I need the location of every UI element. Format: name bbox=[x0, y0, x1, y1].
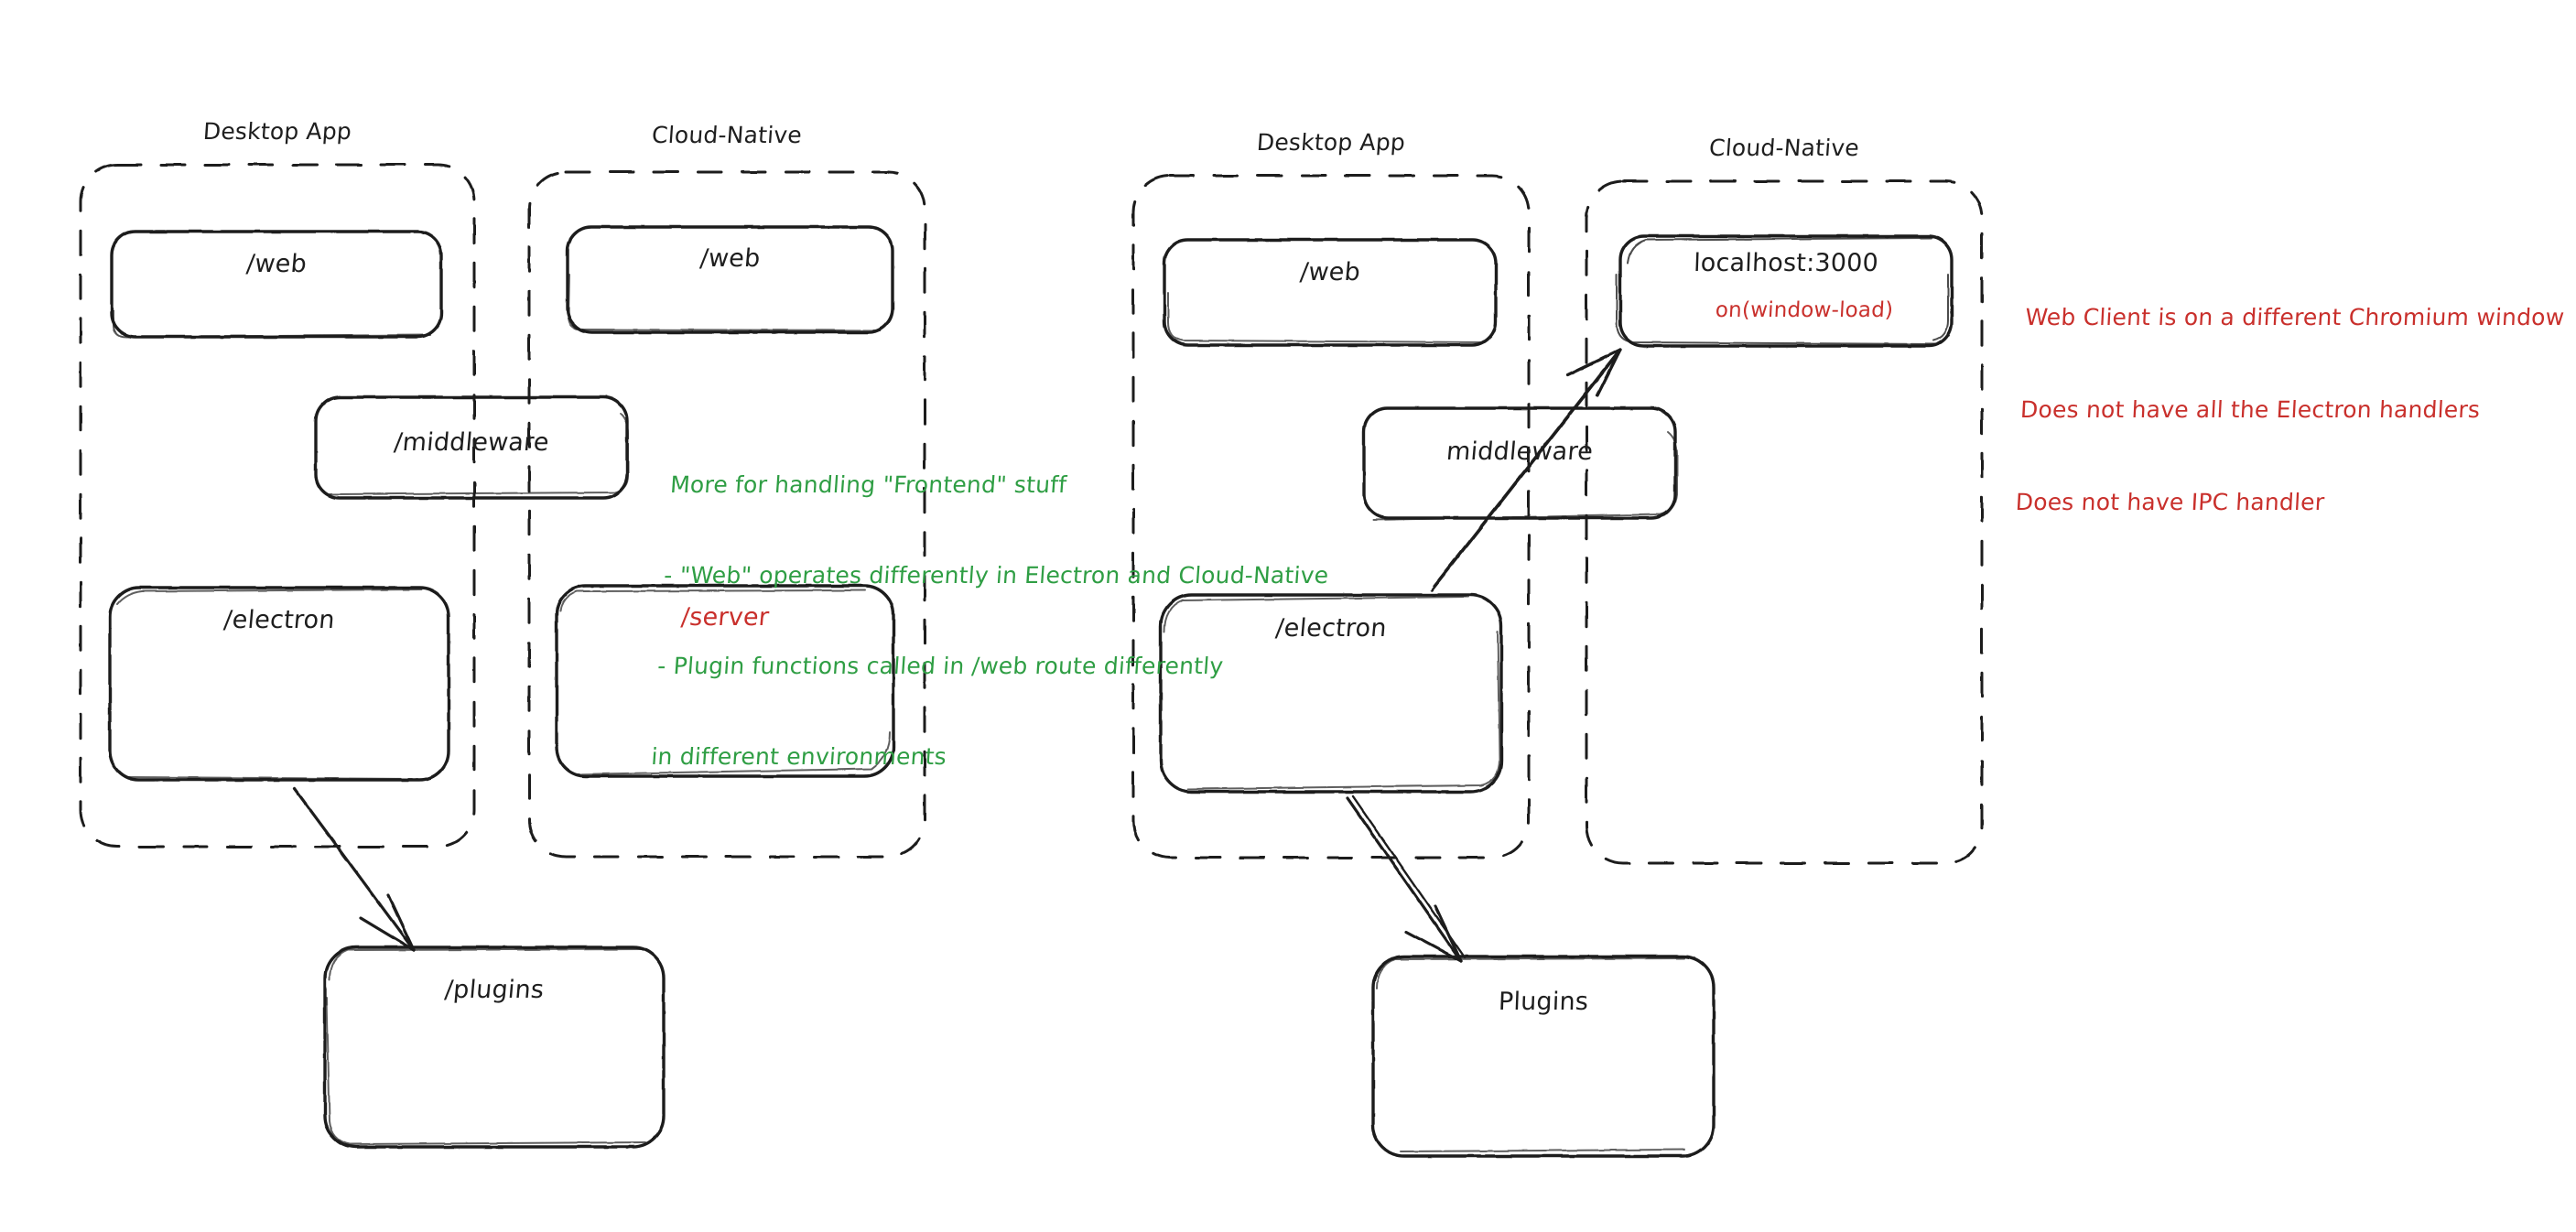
annotation-green-note: More for handling "Frontend" stuff - "We… bbox=[648, 409, 1340, 802]
node-label-right-desktop-web: /web bbox=[1298, 258, 1362, 286]
node-sublabel-right-localhost: on(window-load) bbox=[1715, 298, 1894, 322]
annotation-red-note: Web Client is on a different Chromium wi… bbox=[2013, 240, 2569, 549]
node-shape-left-electron[interactable] bbox=[108, 586, 450, 782]
node-label-left-desktop-web: /web bbox=[244, 250, 308, 278]
node-shape-left-middleware[interactable] bbox=[314, 395, 629, 500]
annotation-green-line-2: - "Web" operates differently in Electron… bbox=[663, 562, 1330, 589]
annotation-green-line-3: - Plugin functions called in /web route … bbox=[656, 653, 1225, 679]
node-label-left-middleware: /middleware bbox=[393, 428, 551, 457]
node-label-left-plugins: /plugins bbox=[443, 976, 546, 1004]
annotation-red-line-3: Does not have IPC handler bbox=[2015, 489, 2326, 515]
node-shape-left-server[interactable] bbox=[555, 584, 895, 778]
node-shape-left-plugins[interactable] bbox=[323, 946, 666, 1149]
node-label-left-electron: /electron bbox=[222, 606, 337, 634]
node-shape-right-localhost[interactable] bbox=[1616, 234, 1954, 348]
arrow-left-electron-to-plugins bbox=[293, 787, 416, 952]
group-frame-right-cloud-native bbox=[1585, 179, 1984, 865]
node-label-left-cloud-web: /web bbox=[698, 244, 762, 273]
node-shape-right-plugins[interactable] bbox=[1371, 955, 1716, 1158]
node-label-right-localhost: localhost:3000 bbox=[1693, 249, 1879, 277]
node-shape-right-middleware[interactable] bbox=[1362, 406, 1678, 521]
arrow-right-electron-to-localhost bbox=[1430, 348, 1622, 592]
annotation-green-line-4: in different environments bbox=[650, 743, 947, 770]
node-shape-left-desktop-web[interactable] bbox=[110, 230, 443, 339]
annotation-green-line-1: More for handling "Frontend" stuff bbox=[669, 471, 1068, 498]
arrow-right-electron-to-plugins bbox=[1346, 794, 1467, 963]
group-title-left-cloud-native: Cloud-Native bbox=[651, 122, 803, 148]
group-title-left-desktop-app: Desktop App bbox=[201, 118, 353, 145]
node-label-right-middleware: middleware bbox=[1445, 438, 1595, 466]
group-title-right-desktop-app: Desktop App bbox=[1255, 129, 1407, 156]
annotation-red-line-2: Does not have all the Electron handlers bbox=[2019, 395, 2481, 423]
group-title-right-cloud-native: Cloud-Native bbox=[1708, 135, 1860, 161]
annotation-red-line-1: Web Client is on a different Chromium wi… bbox=[2024, 303, 2566, 330]
node-label-right-plugins: Plugins bbox=[1498, 988, 1589, 1016]
group-frame-left-desktop-app bbox=[79, 163, 476, 848]
node-shape-right-desktop-web[interactable] bbox=[1163, 238, 1498, 347]
group-frame-left-cloud-native bbox=[527, 170, 926, 859]
node-shape-right-electron[interactable] bbox=[1159, 593, 1503, 794]
node-shape-left-cloud-web[interactable] bbox=[566, 225, 894, 334]
